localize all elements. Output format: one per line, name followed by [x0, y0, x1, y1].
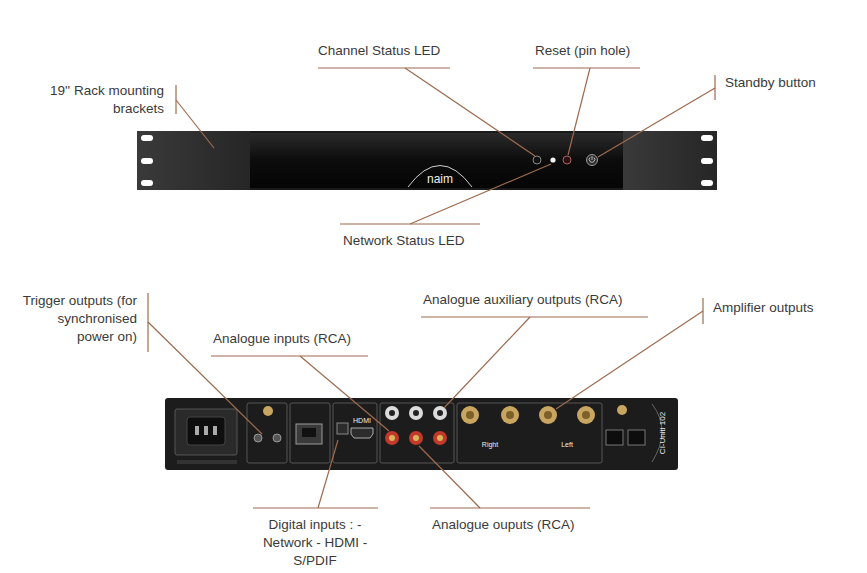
- rca-pin: [413, 410, 419, 416]
- leader-line: [318, 440, 338, 508]
- part-label: Analogue ouputs (RCA): [432, 516, 575, 534]
- part-label: Channel Status LED: [318, 42, 440, 60]
- mount-slot: [141, 135, 153, 141]
- leader-line: [300, 356, 389, 431]
- leader-bar: [211, 355, 368, 356]
- analogue-section: [380, 403, 454, 463]
- leader-bar: [421, 316, 648, 317]
- leader-line: [598, 88, 715, 157]
- iec-pin: [195, 426, 199, 435]
- leader-bar: [253, 507, 378, 508]
- leader-line: [176, 100, 214, 148]
- ethernet-port: [296, 424, 322, 444]
- leader-lines: [148, 68, 715, 508]
- part-label: Amplifier outputs: [713, 299, 814, 317]
- leader-line: [444, 317, 530, 408]
- model-label: CI-Uniti 102: [659, 412, 667, 454]
- rca-socket: [409, 431, 423, 445]
- brand-logo: naim: [427, 173, 453, 185]
- rca-socket: [433, 406, 447, 420]
- terminal-block: [606, 430, 623, 445]
- mount-slot: [701, 135, 713, 141]
- rack-bracket: [137, 131, 250, 190]
- mount-slot: [141, 158, 153, 164]
- leader-bar: [175, 85, 176, 114]
- optical-port: [337, 423, 348, 434]
- binding-post: [461, 406, 479, 424]
- leader-bar: [430, 507, 590, 508]
- trigger-section: [247, 403, 287, 463]
- antenna-socket: [617, 405, 627, 415]
- leader-line: [419, 446, 480, 508]
- binding-post: [577, 406, 595, 424]
- leader-line: [556, 311, 703, 409]
- rca-pin: [437, 435, 443, 441]
- reset-hole: [563, 156, 571, 164]
- power-inlet: [175, 409, 237, 455]
- binding-post-core: [582, 411, 590, 419]
- logo-arc: [408, 166, 472, 188]
- binding-post-core: [466, 411, 474, 419]
- channel-label: Right: [482, 441, 498, 448]
- leader-bar: [533, 67, 640, 68]
- part-label: Reset (pin hole): [535, 42, 630, 60]
- leader-line: [405, 68, 535, 156]
- standby-button: [587, 155, 598, 166]
- part-label: Standby button: [725, 74, 816, 92]
- rca-pin: [389, 435, 395, 441]
- front-chassis: [137, 131, 717, 190]
- rating-strip: [177, 460, 237, 464]
- network-section: [290, 403, 330, 463]
- digital-section: [333, 403, 377, 463]
- part-label: Analogue inputs (RCA): [213, 330, 351, 348]
- trigger-jack: [273, 434, 281, 442]
- network-led: [550, 157, 555, 162]
- channel-led: [533, 156, 541, 164]
- binding-post: [501, 406, 519, 424]
- speaker-section: [457, 403, 602, 463]
- port-label: HDMI: [353, 417, 371, 424]
- mount-slot: [701, 158, 713, 164]
- binding-post-core: [506, 411, 514, 419]
- trigger-jack: [254, 434, 262, 442]
- hdmi-port: [351, 428, 373, 438]
- iec-socket: [187, 417, 225, 445]
- rca-pin: [413, 435, 419, 441]
- power-icon: [589, 156, 595, 162]
- mount-slot: [701, 180, 713, 186]
- binding-post-core: [544, 411, 552, 419]
- part-label: 19'' Rack mounting brackets: [44, 82, 164, 118]
- rca-pin: [389, 410, 395, 416]
- part-label: Analogue auxiliary outputs (RCA): [423, 291, 623, 309]
- channel-label: Left: [561, 441, 573, 448]
- leader-line: [410, 164, 551, 224]
- ethernet-opening: [302, 428, 316, 437]
- mount-slot: [141, 180, 153, 186]
- terminal-block: [628, 430, 645, 445]
- part-label: Digital inputs : - Network - HDMI - S/PD…: [256, 516, 374, 570]
- antenna-socket: [263, 406, 273, 416]
- part-label: Trigger outputs (for synchronised power …: [22, 292, 137, 346]
- rear-chassis: [165, 398, 678, 470]
- rca-pin: [437, 410, 443, 416]
- leader-line: [568, 68, 590, 155]
- iec-pin: [204, 426, 208, 435]
- part-label: Network Status LED: [343, 232, 465, 250]
- rca-socket: [433, 431, 447, 445]
- rca-socket: [409, 406, 423, 420]
- rca-socket: [385, 431, 399, 445]
- leader-bar: [714, 75, 715, 100]
- binding-post: [539, 406, 557, 424]
- front-fascia: [250, 133, 623, 188]
- iec-pin: [213, 426, 217, 435]
- rack-bracket: [623, 131, 717, 190]
- rca-socket: [385, 406, 399, 420]
- leader-bar: [318, 67, 450, 68]
